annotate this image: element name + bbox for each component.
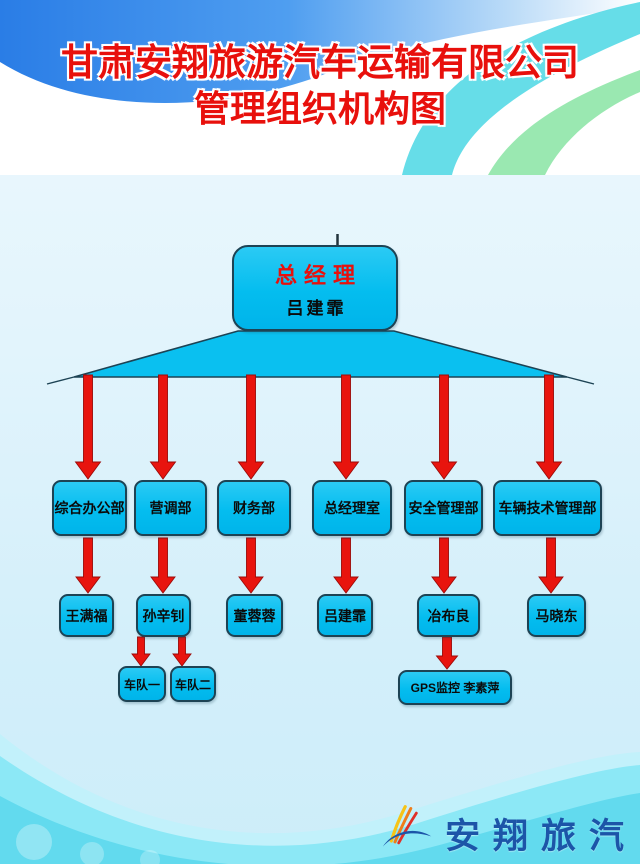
trapezoid-tail-right bbox=[566, 376, 595, 385]
down-arrow bbox=[538, 537, 564, 594]
brand-logo-text: 安翔旅汽 bbox=[444, 817, 637, 856]
down-arrow bbox=[131, 636, 151, 667]
down-arrow bbox=[332, 374, 360, 480]
gm-name: 吕建霏 bbox=[286, 298, 347, 318]
dept-box-gm-office: 总经理室 bbox=[312, 480, 392, 536]
head-box-safety: 冶布良 bbox=[417, 594, 480, 637]
poster-title: 甘肃安翔旅游汽车运输有限公司 管理组织机构图 bbox=[0, 40, 640, 131]
sail-logo-icon bbox=[382, 805, 432, 847]
dept-box-vehicle-tech: 车辆技术管理部 bbox=[493, 480, 602, 536]
fleet-box-2: 车队二 bbox=[170, 666, 216, 702]
brand-logo: 安翔旅汽 bbox=[379, 802, 624, 854]
chart-subtitle: 管理组织机构图 bbox=[193, 88, 446, 130]
down-arrow bbox=[149, 374, 177, 480]
down-arrow bbox=[430, 374, 458, 480]
gm-title: 总经理 bbox=[274, 262, 362, 288]
gm-box: 总经理 吕建霏 bbox=[232, 245, 398, 331]
down-arrow bbox=[435, 636, 459, 670]
bottom-wave-decoration bbox=[0, 734, 640, 864]
down-arrow bbox=[150, 537, 176, 594]
fleet-box-1: 车队一 bbox=[118, 666, 166, 702]
down-arrow bbox=[535, 374, 563, 480]
fanout-trapezoid bbox=[73, 330, 568, 378]
down-arrow bbox=[172, 636, 192, 667]
gps-monitor-box: GPS监控 李素萍 bbox=[398, 670, 512, 705]
head-box-vehicle-tech: 马晓东 bbox=[527, 594, 586, 637]
dept-box-general-office: 综合办公部 bbox=[52, 480, 127, 536]
down-arrow bbox=[237, 374, 265, 480]
head-box-finance: 董蓉蓉 bbox=[226, 594, 283, 637]
dept-box-safety: 安全管理部 bbox=[404, 480, 483, 536]
dept-box-operations: 营调部 bbox=[134, 480, 207, 536]
head-box-general-office: 王满福 bbox=[59, 594, 114, 637]
down-arrow bbox=[238, 537, 264, 594]
dept-box-finance: 财务部 bbox=[217, 480, 291, 536]
company-name: 甘肃安翔旅游汽车运输有限公司 bbox=[61, 42, 579, 83]
trapezoid-tail-left bbox=[46, 376, 75, 385]
down-arrow bbox=[75, 537, 101, 594]
head-box-operations: 孙辛钊 bbox=[136, 594, 191, 637]
top-wave-decoration bbox=[0, 0, 640, 175]
down-arrow bbox=[74, 374, 102, 480]
down-arrow bbox=[333, 537, 359, 594]
head-box-gm-office: 吕建霏 bbox=[317, 594, 373, 637]
down-arrow bbox=[431, 537, 457, 594]
